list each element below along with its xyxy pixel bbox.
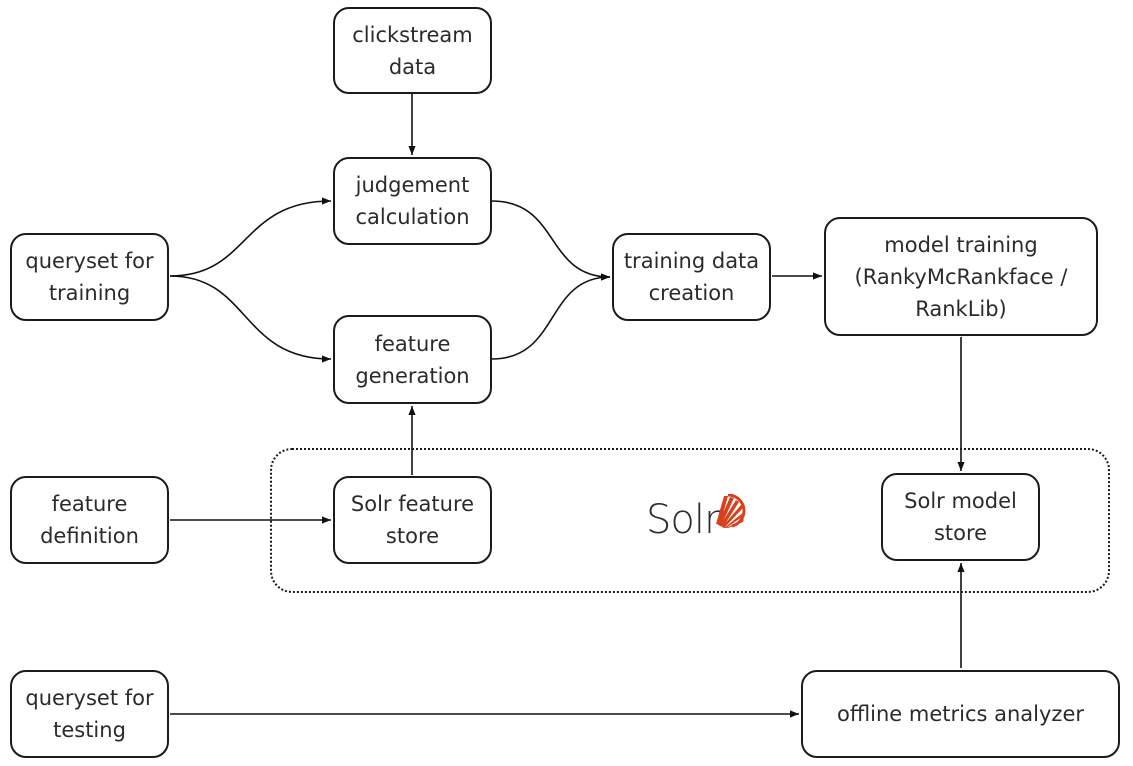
solr-logo: Solr xyxy=(646,494,748,546)
solr-container xyxy=(270,448,1110,593)
edge-feature-generation-to-training-data xyxy=(491,273,611,360)
node-offline-metrics-analyzer[interactable]: offline metrics analyzer xyxy=(801,670,1120,758)
node-model-training[interactable]: model training(RankyMcRankface /RankLib) xyxy=(824,217,1098,336)
solr-sunburst-icon xyxy=(716,494,746,528)
edge-queryset-training-to-judgement xyxy=(169,197,332,277)
edge-queryset-training-to-feature-generation xyxy=(169,275,332,363)
edge-judgement-to-training-data xyxy=(491,200,611,281)
solr-logo-text: Solr xyxy=(646,497,720,543)
